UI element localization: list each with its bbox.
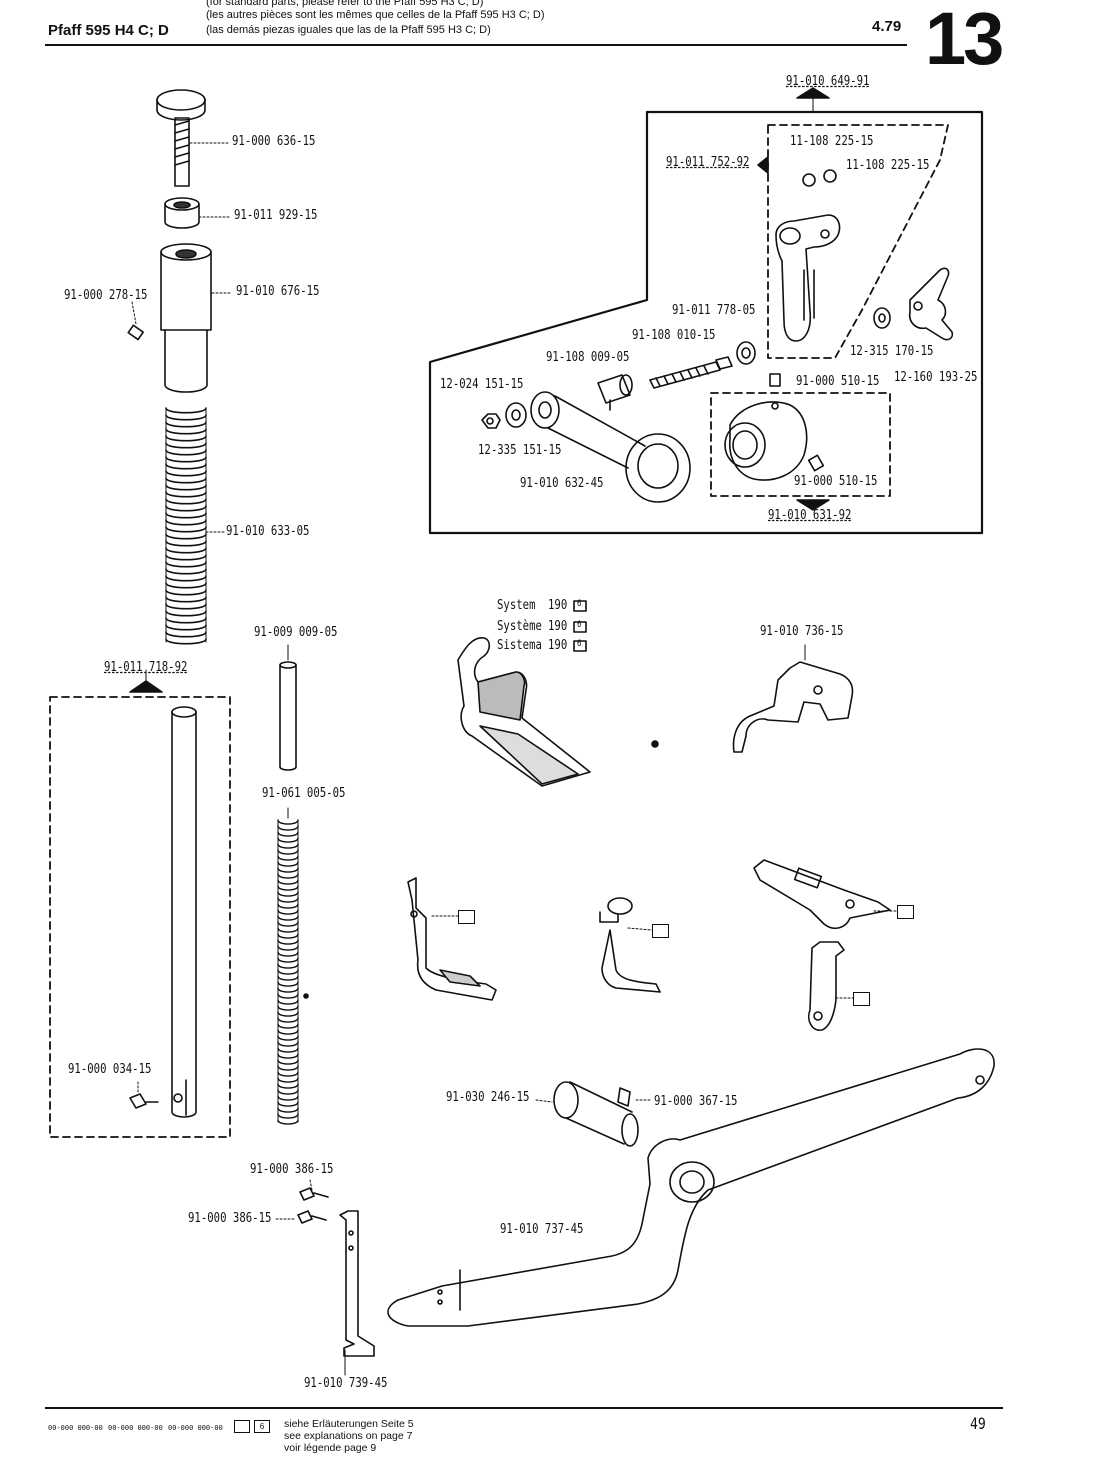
system-label-de: System — [497, 598, 536, 613]
part-number: 91-061 005-05 — [262, 786, 346, 801]
threaded-bush-drawing — [164, 197, 231, 229]
bracket-drawing — [339, 1210, 375, 1376]
footer-note-en: see explanations on page 7 — [284, 1430, 413, 1442]
needle-plate-drawing — [753, 859, 898, 930]
part-number: 91-030 246-15 — [446, 1090, 530, 1105]
code-format-2: 00-000 000-00 — [108, 1424, 163, 1432]
order-box-legend — [234, 1420, 250, 1433]
nut-drawing — [481, 402, 527, 429]
system-box-number: 6 — [577, 639, 582, 649]
order-box — [458, 910, 475, 924]
washer-drawing — [736, 307, 891, 365]
wing-nut-drawing — [908, 267, 954, 341]
page-number: 49 — [970, 1414, 986, 1433]
part-number: 91-010 737-45 — [500, 1222, 584, 1237]
knee-lever-drawing — [387, 1048, 995, 1327]
system-label-fr: Système — [497, 619, 542, 634]
collar-drawing — [724, 401, 808, 481]
order-box — [853, 992, 870, 1006]
footer-note-fr: voir légende page 9 — [284, 1442, 377, 1454]
machine-model: Pfaff 595 H4 C; D — [48, 22, 169, 39]
part-number: 91-010 633-05 — [226, 524, 310, 539]
part-number: 91-010 676-15 — [236, 284, 320, 299]
thread-rod-drawing — [277, 819, 299, 1125]
part-number: 91-000 510-15 — [796, 374, 880, 389]
header-note-es: (las demás piezas iguales que las de la … — [206, 24, 491, 36]
part-number: 91-000 034-15 — [68, 1062, 152, 1077]
assembly-number: 91-011 752-92 — [666, 155, 750, 170]
system-box-legend: 6 — [254, 1420, 270, 1433]
part-number: 12-024 151-15 — [440, 377, 524, 392]
assembly-number: 91-010 631-92 — [768, 508, 852, 523]
part-number: 11-108 225-15 — [790, 134, 874, 149]
system-box-number: 6 — [577, 620, 582, 630]
system-value: 190 — [548, 638, 568, 653]
stud-bolt-drawing — [597, 374, 633, 411]
system-boxes — [573, 600, 587, 652]
assembly-number: 91-011 718-92 — [104, 660, 188, 675]
connecting-link-drawing — [530, 391, 691, 503]
part-number: 11-108 225-15 — [846, 158, 930, 173]
pin-drawing — [279, 644, 297, 771]
part-number: 91-011 778-05 — [672, 303, 756, 318]
system-value: 190 — [548, 598, 568, 613]
order-box — [652, 924, 669, 938]
lever-pin-drawing — [535, 1081, 653, 1147]
part-number: 91-108 009-05 — [546, 350, 630, 365]
header-rule — [45, 44, 907, 46]
code-format-3: 00-000 000-00 — [168, 1424, 223, 1432]
part-number: 91-000 367-15 — [654, 1094, 738, 1109]
issue-date: 4.79 — [872, 18, 902, 35]
header-note-fr: (les autres pièces sont les mêmes que ce… — [206, 9, 545, 21]
screw-small-drawing — [129, 1081, 159, 1109]
assembly-number: 91-010 649-91 — [786, 74, 870, 89]
screws-pair-drawing — [275, 1179, 329, 1224]
header-note-en: (for standard parts, please refer to the… — [206, 0, 484, 8]
needle-plate-part-drawing — [457, 637, 591, 787]
lever-plate-drawing — [732, 644, 854, 753]
part-number: 91-010 632-45 — [520, 476, 604, 491]
thumbscrew-drawing — [156, 89, 229, 187]
presser-bar-drawing — [171, 706, 197, 1118]
system-box-number: 6 — [577, 599, 582, 609]
part-number: 91-009 009-05 — [254, 625, 338, 640]
part-number: 91-108 010-15 — [632, 328, 716, 343]
part-number: 12-160 193-25 — [894, 370, 978, 385]
section-number: 13 — [925, 0, 1004, 80]
footer-rule — [45, 1407, 1003, 1409]
part-number: 91-000 278-15 — [64, 288, 148, 303]
part-number: 12-335 151-15 — [478, 443, 562, 458]
feed-dog-drawing — [807, 941, 854, 1031]
pressure-spring-drawing — [165, 407, 207, 645]
order-box — [897, 905, 914, 919]
footer-note-de: siehe Erläuterungen Seite 5 — [284, 1418, 414, 1430]
part-number: 91-010 736-15 — [760, 624, 844, 639]
sleeve-drawing — [127, 243, 233, 393]
part-number: 91-000 636-15 — [232, 134, 316, 149]
code-format-1: 00-000 000-00 — [48, 1424, 103, 1432]
part-number: 91-011 929-15 — [234, 208, 318, 223]
system-value: 190 — [548, 619, 568, 634]
part-number: 91-000 510-15 — [794, 474, 878, 489]
part-number: 12-315 170-15 — [850, 344, 934, 359]
part-number: 91-000 386-15 — [188, 1211, 272, 1226]
threaded-stud-drawing — [649, 356, 733, 389]
part-number: 91-000 386-15 — [250, 1162, 334, 1177]
system-label-es: Sistema — [497, 638, 542, 653]
part-number: 91-010 739-45 — [304, 1376, 388, 1391]
presser-foot-1-drawing — [407, 877, 497, 1001]
guide-fork-drawing — [775, 169, 841, 342]
set-screw-drawing — [769, 373, 825, 472]
presser-foot-2-drawing — [599, 897, 661, 993]
